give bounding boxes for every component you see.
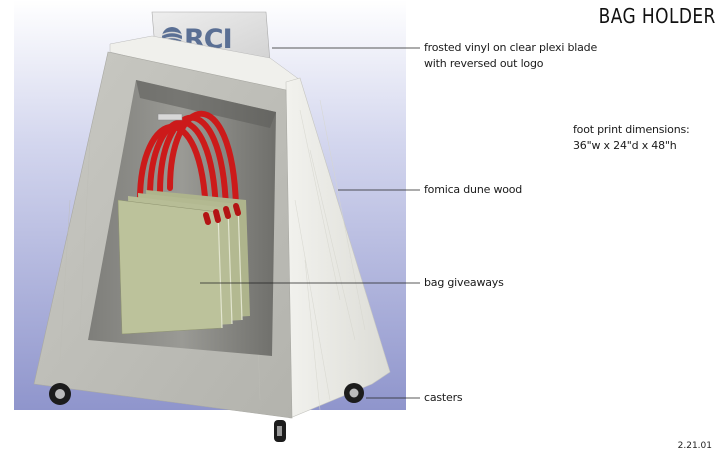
caster-rear-right	[344, 383, 364, 403]
caster-front-right	[274, 420, 286, 442]
dimensions-value: 36"w x 24"d x 48"h	[573, 139, 677, 152]
hanger-bar	[157, 113, 183, 121]
date-stamp: 2.21.01	[677, 441, 712, 451]
bag-handles	[137, 110, 239, 218]
bag-stack	[117, 190, 250, 335]
leader-lines	[200, 47, 420, 399]
callout-sign-line2: with reversed out logo	[424, 57, 544, 70]
dimensions-heading: foot print dimensions:	[573, 123, 690, 136]
callout-sign-line1: frosted vinyl on clear plexi blade	[424, 41, 598, 54]
callout-casters: casters	[424, 391, 463, 404]
page-title: BAG HOLDER	[598, 4, 716, 28]
callout-bags: bag giveaways	[424, 276, 504, 289]
callout-wood: fomica dune wood	[424, 183, 523, 196]
caster-front-left	[49, 383, 71, 405]
